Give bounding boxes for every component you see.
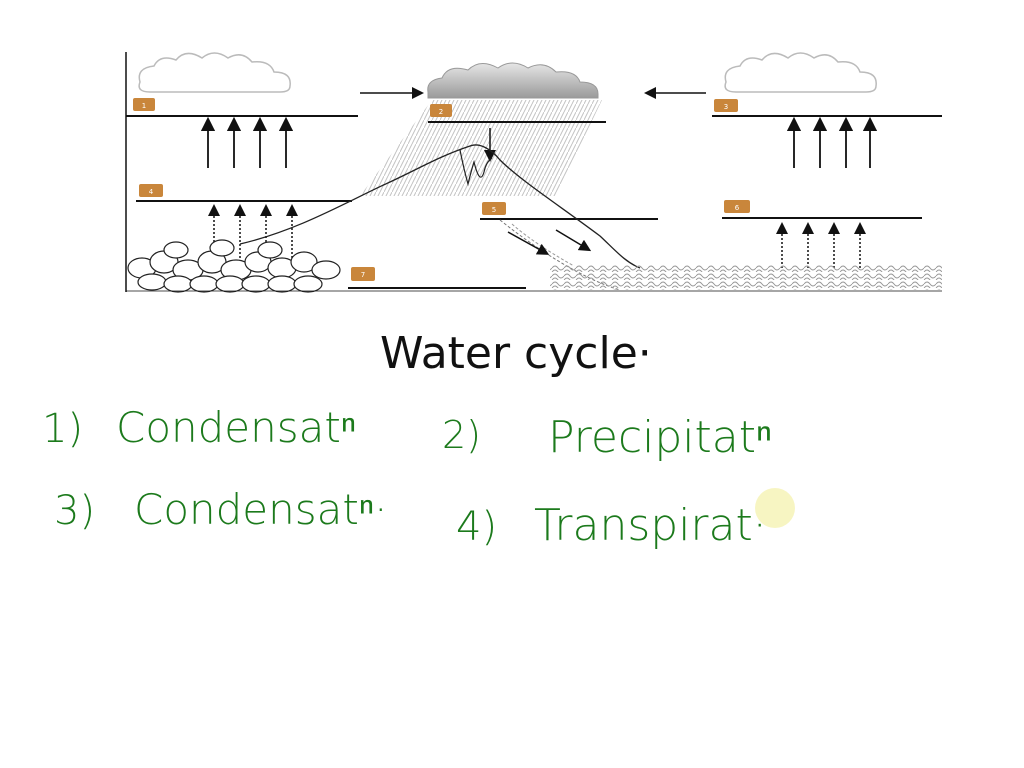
label-badge-7: 7 bbox=[351, 267, 375, 281]
cloud-icon bbox=[138, 52, 291, 93]
runoff-arrow bbox=[507, 231, 550, 255]
label-badge-5: 5 bbox=[482, 202, 506, 215]
label-badge-3: 3 bbox=[714, 99, 738, 112]
answer-1-text: Condensatⁿ bbox=[116, 403, 356, 452]
cursor-highlight bbox=[755, 488, 795, 528]
svg-text:3: 3 bbox=[724, 103, 728, 111]
svg-text:4: 4 bbox=[149, 188, 154, 196]
svg-text:2: 2 bbox=[439, 108, 443, 116]
svg-text:1: 1 bbox=[142, 102, 146, 110]
evaporation-arrows bbox=[786, 116, 878, 168]
mountain bbox=[239, 144, 641, 269]
cloud-icon bbox=[724, 52, 877, 93]
rain-area bbox=[360, 100, 602, 196]
answer-3-number: 3) bbox=[54, 488, 95, 534]
rocks bbox=[127, 239, 341, 293]
water-cycle-diagram: 1 2 3 4 5 6 7 bbox=[125, 52, 942, 293]
svg-text:5: 5 bbox=[492, 206, 496, 214]
answer-4-number: 4) bbox=[456, 504, 497, 550]
answer-1-number: 1) bbox=[42, 406, 83, 452]
evaporation-arrows bbox=[200, 116, 294, 168]
label-badge-4: 4 bbox=[139, 184, 163, 197]
answer-4-text: Transpirat· bbox=[534, 500, 767, 551]
ocean bbox=[550, 264, 942, 290]
label-badge-1: 1 bbox=[133, 98, 155, 111]
handwritten-notes: Water cycle· 1) Condensatⁿ 2) Precipitat… bbox=[42, 328, 795, 551]
label-badge-6: 6 bbox=[724, 200, 750, 213]
answer-2-number: 2) bbox=[442, 413, 481, 457]
rain-cloud-icon bbox=[427, 62, 599, 99]
answer-3-text: Condensatⁿ· bbox=[134, 485, 388, 534]
svg-text:6: 6 bbox=[735, 204, 740, 212]
evaporation-arrows bbox=[776, 222, 866, 268]
label-badge-2: 2 bbox=[430, 104, 452, 117]
answer-2-text: Precipitatⁿ bbox=[548, 412, 772, 463]
svg-text:7: 7 bbox=[361, 271, 365, 279]
notes-title: Water cycle· bbox=[380, 328, 652, 379]
runoff-arrow bbox=[555, 229, 592, 252]
